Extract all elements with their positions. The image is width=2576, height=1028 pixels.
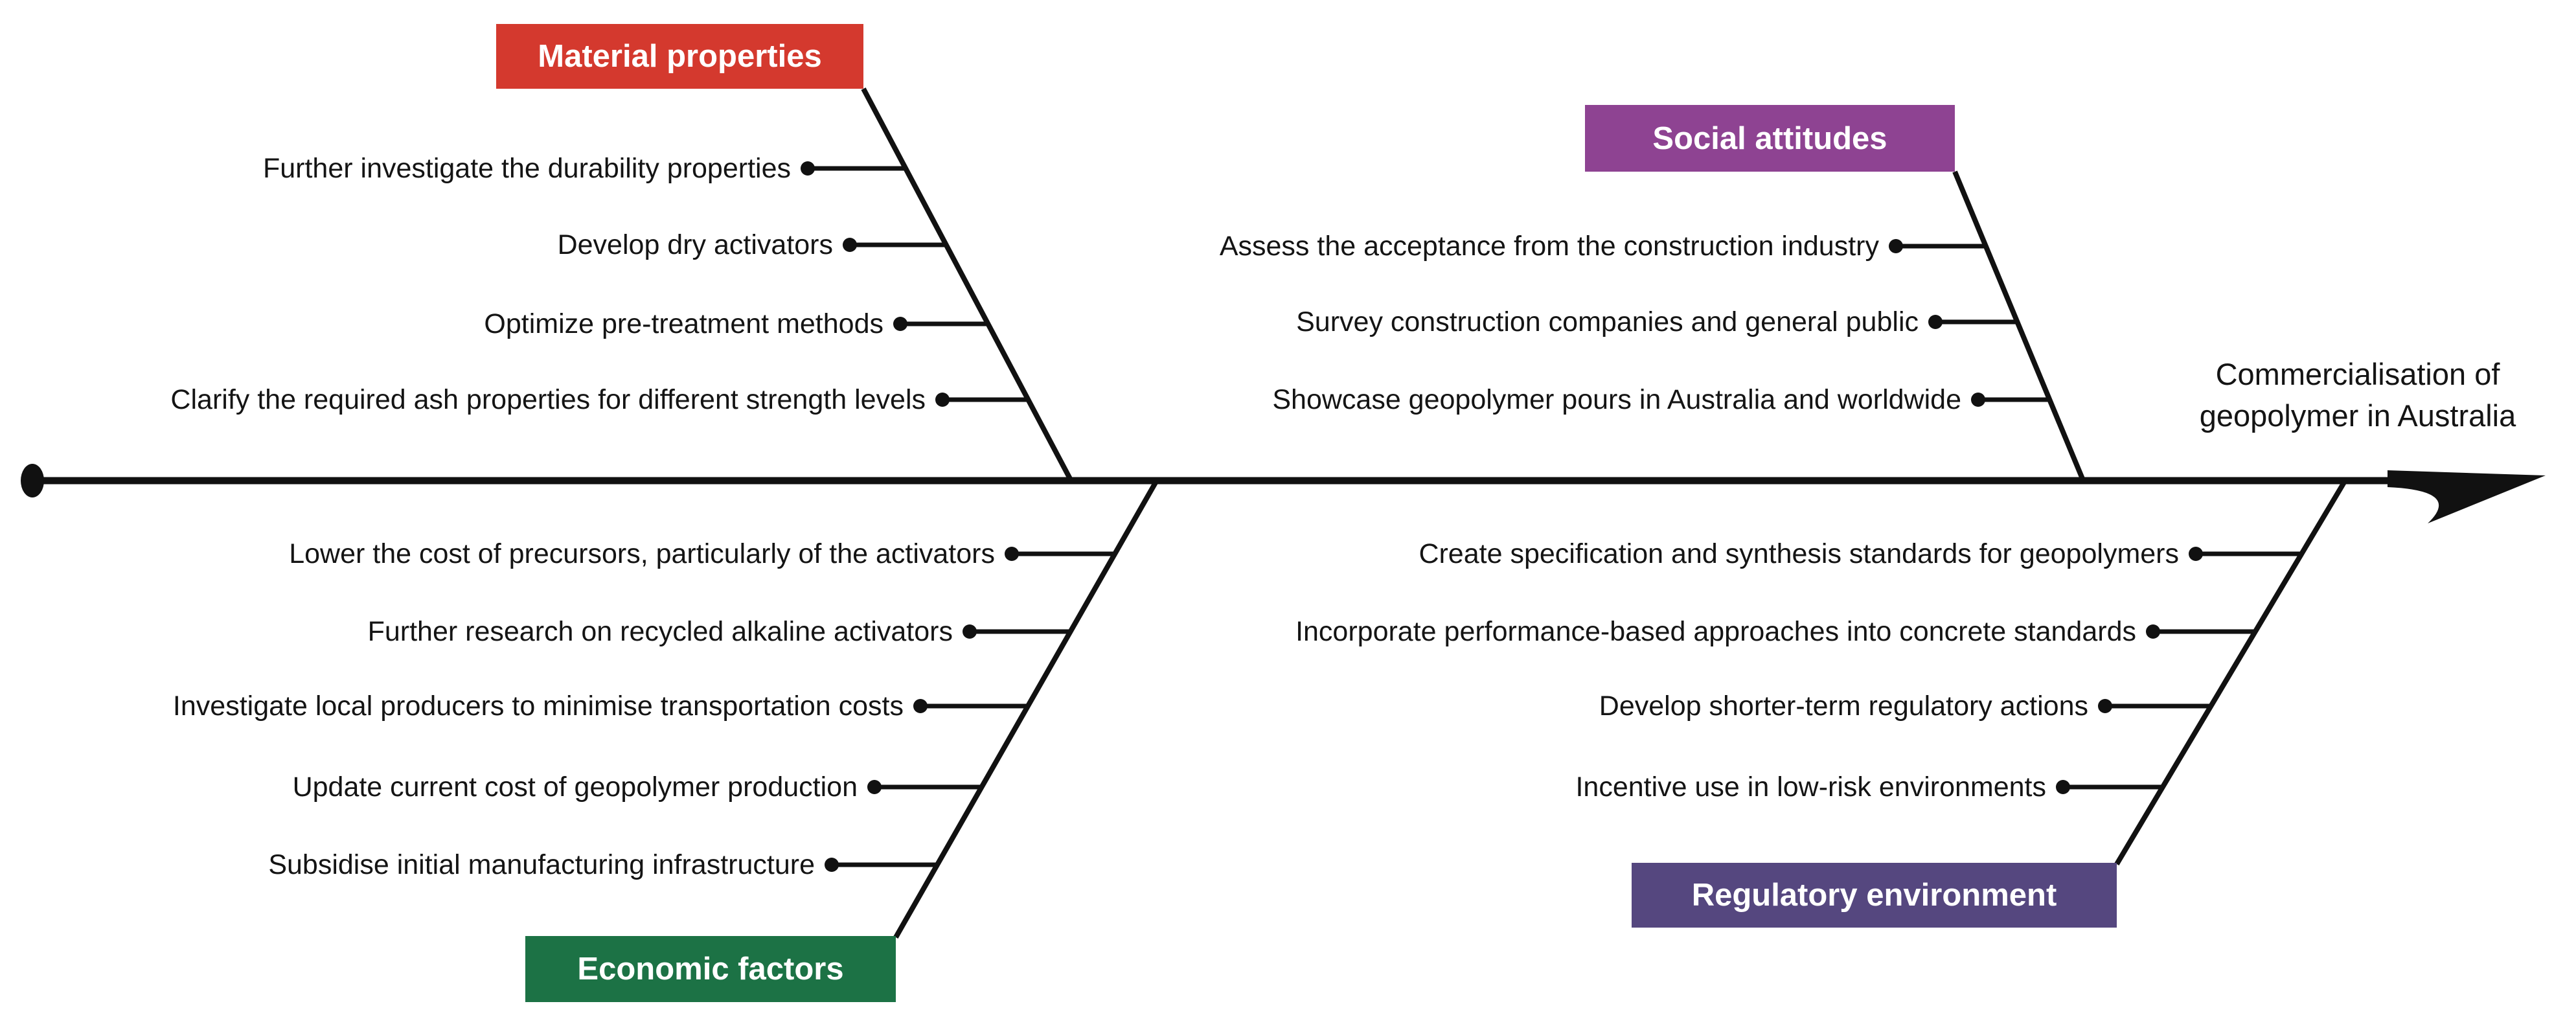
item-dot [867, 780, 882, 794]
item-dot [2056, 780, 2070, 794]
category-label-economic-factors: Economic factors [525, 936, 896, 1002]
category-label-social-attitudes: Social attitudes [1585, 105, 1955, 172]
item-dot [2098, 699, 2112, 713]
branch-line-material-properties [861, 87, 1073, 480]
item-dot [1971, 393, 1985, 407]
item-dot [843, 238, 857, 252]
effect-label: Commercialisation of geopolymer in Austr… [2199, 357, 2516, 433]
item-dot [963, 624, 977, 639]
cause-item: Survey construction companies and genera… [1296, 306, 1919, 337]
cause-item: Incentive use in low-risk environments [1575, 771, 2046, 803]
item-dot [2189, 547, 2203, 561]
cause-item: Lower the cost of precursors, particular… [289, 538, 995, 569]
item-dot [1005, 547, 1019, 561]
category-label-material-properties: Material properties [496, 24, 863, 89]
cause-item: Subsidise initial manufacturing infrastr… [268, 849, 815, 880]
cause-item: Further research on recycled alkaline ac… [367, 616, 953, 647]
cause-item: Assess the acceptance from the construct… [1219, 231, 1879, 262]
cause-item: Optimize pre-treatment methods [484, 308, 883, 339]
cause-item: Develop dry activators [557, 229, 833, 260]
item-dot [1889, 239, 1903, 253]
category-label-regulatory-environment: Regulatory environment [1632, 863, 2117, 928]
branch-line-economic-factors [893, 481, 1158, 939]
spine-arrowhead-icon [2388, 470, 2546, 523]
cause-item: Further investigate the durability prope… [262, 153, 791, 184]
cause-item: Investigate local producers to minimise … [172, 691, 904, 722]
cause-item: Showcase geopolymer pours in Australia a… [1272, 384, 1961, 415]
item-dot [825, 858, 839, 872]
item-dot [935, 393, 950, 407]
cause-item: Create specification and synthesis stand… [1419, 538, 2179, 569]
branch-line-regulatory-environment [2114, 479, 2347, 866]
item-dot [893, 317, 907, 331]
cause-item: Clarify the required ash properties for … [170, 384, 926, 415]
cause-item: Update current cost of geopolymer produc… [292, 771, 858, 803]
item-dot [801, 161, 815, 176]
branch-line-social-attitudes [1952, 170, 2085, 480]
spine-start-dot [21, 464, 44, 497]
item-dot [1928, 315, 1943, 329]
item-dot [2146, 624, 2160, 639]
cause-item: Incorporate performance-based approaches… [1295, 616, 2136, 647]
cause-item: Develop shorter-term regulatory actions [1599, 691, 2088, 722]
item-dot [913, 699, 928, 713]
